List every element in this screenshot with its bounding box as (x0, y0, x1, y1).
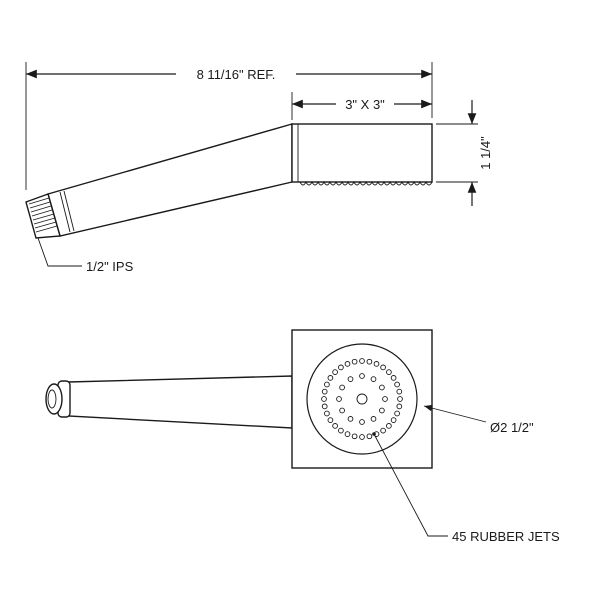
rubber-jet (321, 396, 327, 402)
rubber-jet (386, 369, 392, 375)
leader-diameter: Ø2 1/2" (423, 404, 534, 435)
side-head (291, 123, 433, 183)
rubber-jet (359, 373, 365, 379)
rubber-jet (321, 388, 328, 395)
jets-label: 45 RUBBER JETS (452, 529, 560, 544)
rubber-jet (324, 381, 330, 388)
side-view (25, 123, 433, 239)
rubber-jet (339, 384, 345, 391)
rubber-jet (390, 417, 397, 423)
rubber-jet (394, 381, 400, 388)
rubber-jet (382, 396, 388, 402)
rubber-jet (351, 358, 358, 365)
rubber-jet (344, 361, 351, 367)
head-size-label: 3" X 3" (345, 97, 385, 112)
rubber-jet (380, 427, 386, 434)
rubber-jet (338, 364, 344, 371)
handle-band-2 (63, 190, 75, 232)
overall-length-label: 8 11/16" REF. (197, 67, 276, 82)
threaded-connector (25, 193, 61, 239)
top-handle (67, 375, 293, 429)
rubber-jet (379, 407, 385, 414)
side-handle (47, 123, 293, 237)
rubber-jet (327, 375, 334, 381)
rubber-jet (366, 433, 373, 440)
rubber-jet (332, 423, 338, 429)
rubber-jet (359, 434, 365, 440)
rubber-jet (373, 361, 380, 367)
dimension-head-height: 1 1/4" (436, 100, 493, 206)
rubber-jet (327, 417, 334, 423)
connector-threads (28, 197, 58, 233)
rubber-jet (396, 403, 403, 410)
rubber-jet (321, 403, 328, 410)
rubber-jet (338, 427, 344, 434)
rubber-jets (321, 358, 403, 440)
face-diameter-label: Ø2 1/2" (490, 420, 534, 435)
rubber-jet (351, 433, 358, 440)
rubber-jet (390, 375, 397, 381)
rubber-jet (370, 416, 377, 422)
spray-face (306, 343, 418, 455)
rubber-jet (347, 416, 354, 422)
rubber-jet (347, 376, 354, 382)
rubber-jet (396, 388, 403, 395)
rubber-jet (324, 410, 330, 417)
rubber-jet (332, 369, 338, 375)
rubber-jet (336, 396, 342, 402)
rubber-jet (370, 376, 377, 382)
leader-jets: 45 RUBBER JETS (372, 432, 560, 544)
dimension-overall-length: 8 11/16" REF. (25, 62, 433, 190)
handle-band-1 (59, 191, 71, 233)
center-jet (356, 393, 368, 405)
dimension-head-size: 3" X 3" (291, 92, 432, 120)
leader-connection: 1/2" IPS (37, 237, 134, 274)
top-view (45, 329, 433, 469)
top-head (291, 329, 433, 469)
rubber-jet (366, 358, 373, 365)
rubber-jet (359, 358, 365, 364)
rubber-jet (397, 396, 403, 402)
rubber-jet (339, 407, 345, 414)
rubber-jet (379, 384, 385, 391)
head-height-label: 1 1/4" (478, 136, 493, 170)
rubber-jet (344, 431, 351, 437)
side-jet-nubs (299, 180, 433, 186)
rubber-jet (380, 364, 386, 371)
rubber-jet (359, 419, 365, 425)
top-connector-bore (47, 389, 57, 409)
rubber-jet (394, 410, 400, 417)
rubber-jet (386, 423, 392, 429)
connection-label: 1/2" IPS (86, 259, 134, 274)
